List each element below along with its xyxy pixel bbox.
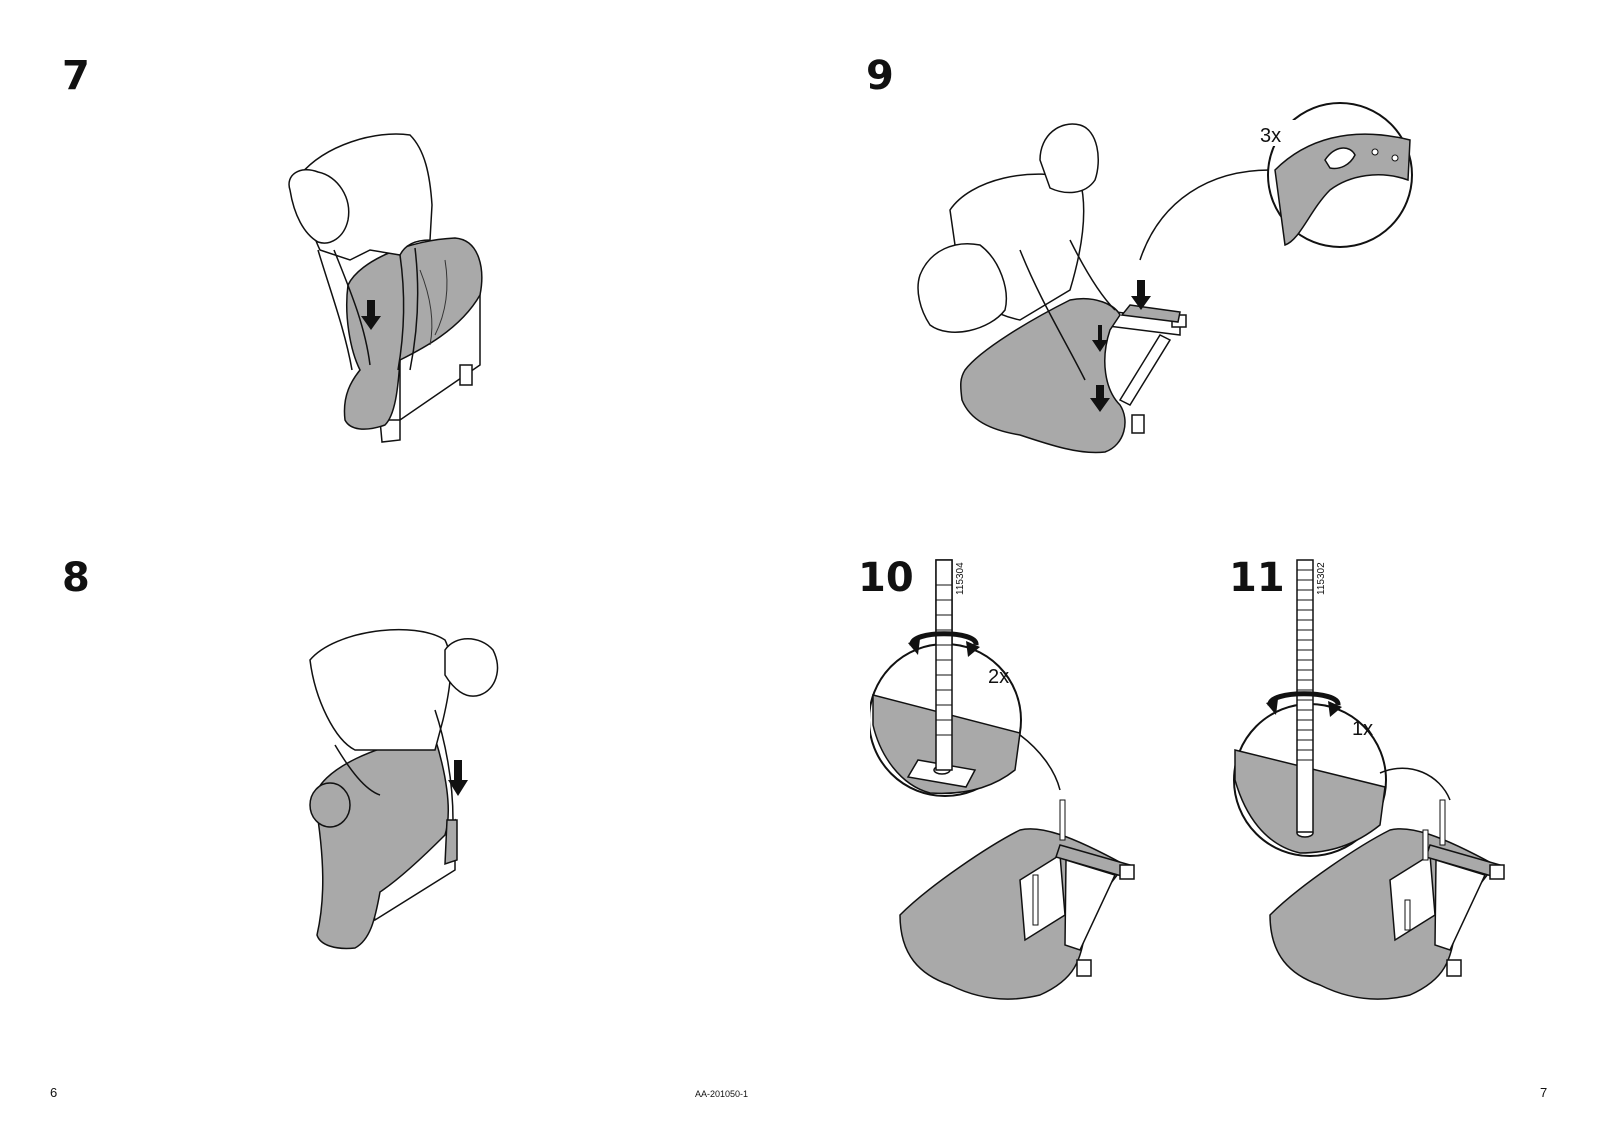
step-10-turns-label: 2x — [988, 666, 1009, 688]
right-page-number: 7 — [1540, 1085, 1547, 1100]
step-8-number: 8 — [62, 558, 90, 598]
step-9-number: 9 — [866, 56, 894, 96]
step-9-illustration: 3x — [910, 100, 1430, 460]
step-11-turns-label: 1x — [1352, 718, 1373, 740]
cover-fabric — [315, 738, 448, 948]
step-10-illustration: 115304 1x 2x — [870, 555, 1200, 1010]
step-11-illustration: 115302 1x — [1230, 555, 1550, 1010]
step-11-part-number: 115302 — [1316, 562, 1327, 595]
left-page-number: 6 — [50, 1085, 57, 1100]
document-id: AA-201050-1 — [695, 1089, 748, 1099]
step-9-quantity-label: 3x — [1260, 125, 1281, 147]
step-7-number: 7 — [62, 56, 90, 96]
step-8-illustration — [295, 620, 515, 955]
step-7-illustration — [270, 120, 510, 460]
step-10-part-number: 115304 — [955, 562, 966, 595]
